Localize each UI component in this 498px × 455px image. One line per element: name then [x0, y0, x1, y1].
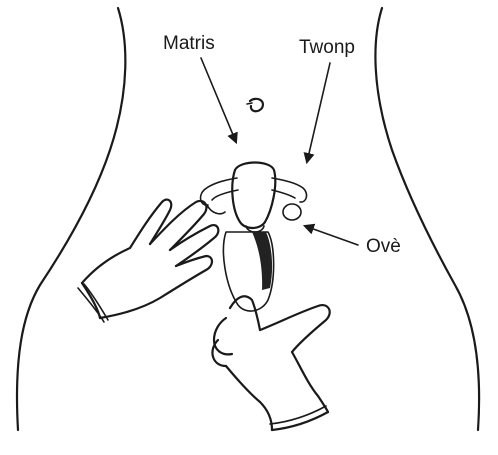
right-hand — [212, 296, 329, 430]
uterus-drawing — [201, 163, 307, 233]
arrow-ovary — [305, 226, 358, 245]
left-hand — [78, 200, 218, 322]
navel — [247, 99, 263, 111]
arrow-uterus — [201, 58, 236, 142]
label-tube: Twonp — [299, 37, 355, 58]
label-ovary: Ovè — [366, 236, 401, 257]
label-uterus: Matris — [163, 33, 215, 54]
body-outline — [17, 8, 479, 430]
arrow-tube — [307, 63, 330, 162]
vaginal-canal — [223, 232, 273, 311]
label-arrows — [201, 58, 358, 245]
